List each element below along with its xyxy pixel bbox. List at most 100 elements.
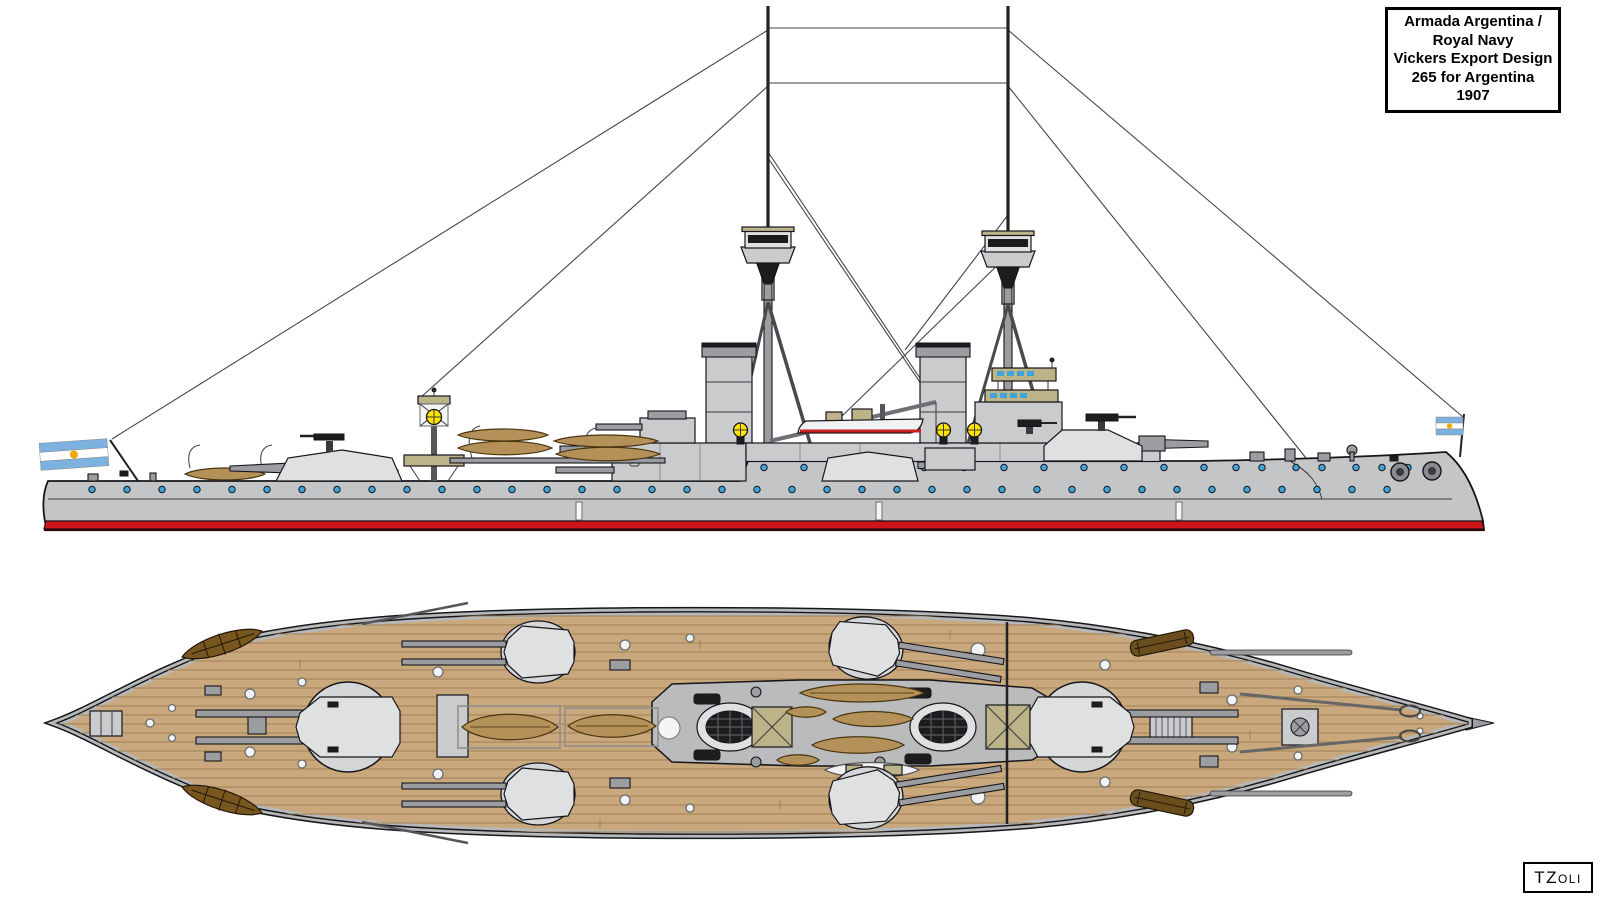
- title-line: 1907: [1456, 87, 1490, 104]
- quarter-boat-port: [181, 628, 263, 660]
- aft-funnel: [701, 342, 757, 444]
- aft-main-turret: [229, 433, 403, 482]
- machine-gun: [313, 433, 345, 441]
- barrel-root: [1138, 435, 1166, 452]
- top-support: [756, 263, 780, 285]
- davit: [188, 444, 201, 469]
- aft-funnel-opening: [696, 702, 764, 752]
- deck-hatch: [432, 768, 444, 780]
- porthole: [1080, 463, 1088, 472]
- derrick-topping-lift: [767, 157, 937, 407]
- boat-skid: [564, 707, 659, 747]
- bridge-windows-lower: [990, 393, 1027, 398]
- topmast: [1006, 6, 1010, 274]
- gun-barrel: [195, 709, 315, 718]
- hull-joint: [875, 501, 883, 521]
- porthole: [403, 485, 411, 494]
- porthole: [1173, 485, 1181, 494]
- turret: [275, 449, 403, 482]
- anchor-port: [1129, 629, 1195, 657]
- porthole: [1292, 463, 1300, 472]
- lower-mast: [763, 267, 773, 444]
- wing-turret-profile: [821, 451, 919, 482]
- bow-flagstaff: [1459, 413, 1465, 458]
- dinghy: [785, 706, 827, 718]
- deck-hatch: [1293, 685, 1303, 695]
- porthole: [438, 485, 446, 494]
- porthole: [1232, 463, 1240, 472]
- fore-stay: [1007, 85, 1307, 459]
- deck-hatch: [244, 746, 256, 758]
- mg-pedestal: [326, 441, 333, 452]
- side-profile-view: [38, 6, 1486, 532]
- secondary-gun-house: [924, 447, 976, 471]
- gun-barrel: [401, 658, 507, 666]
- spotting-top-platform: [980, 250, 1036, 268]
- stern-flagstaff: [109, 439, 139, 482]
- boat-boom: [361, 601, 469, 626]
- deck-hatch: [1226, 694, 1238, 706]
- forward-main-turret-plan: [1029, 681, 1239, 773]
- porthole: [823, 485, 831, 494]
- gun-barrel: [401, 640, 507, 648]
- funnel-cap: [701, 342, 757, 348]
- deck-plan-view: [42, 601, 1495, 845]
- deck-hatch: [1099, 659, 1111, 671]
- quarter-boat-starboard: [181, 784, 263, 816]
- dinghy: [776, 754, 820, 766]
- aft-stay: [419, 85, 769, 399]
- boat-skid-platform: [449, 457, 666, 464]
- gun-barrel: [894, 659, 1002, 684]
- stern-ensign: [38, 438, 110, 471]
- secondary-gun-barrel: [595, 423, 643, 431]
- hull-plan-inner-edge: [54, 611, 1469, 835]
- forecastle-fittings: [1249, 444, 1442, 482]
- gun-barrel: [401, 800, 507, 808]
- gun-barrel: [898, 782, 1005, 807]
- funnel-cap: [915, 342, 971, 348]
- stowed-spar: [1209, 790, 1353, 797]
- porthole: [1318, 463, 1326, 472]
- porthole: [893, 485, 901, 494]
- signature-box: TZoli: [1523, 862, 1593, 893]
- sun-of-may: [69, 450, 78, 459]
- fore-stay: [1007, 29, 1464, 418]
- porthole: [1138, 485, 1146, 494]
- turret: [1029, 696, 1135, 758]
- forward-main-turret: [1017, 413, 1209, 462]
- spotting-top-windows: [988, 239, 1028, 247]
- wing-turret-starboard-aft: [401, 762, 576, 826]
- porthole: [1348, 485, 1356, 494]
- rigging: [111, 27, 1464, 459]
- porthole: [1243, 485, 1251, 494]
- deck-hatch: [685, 803, 695, 813]
- aft-searchlight-tower: [403, 387, 465, 482]
- porthole: [543, 485, 551, 494]
- deck-hatch: [1293, 751, 1303, 761]
- finial: [1049, 357, 1055, 363]
- fore-funnel-opening: [909, 702, 977, 752]
- deck-searchlights: [732, 422, 983, 445]
- boat-skid: [457, 705, 561, 749]
- machine-gun: [1085, 413, 1119, 422]
- turret: [503, 767, 575, 821]
- turret-crown: [657, 716, 681, 740]
- porthole: [613, 485, 621, 494]
- gun-barrel: [401, 782, 507, 790]
- hull-joint: [575, 501, 583, 521]
- wing-turret-starboard-forward: [825, 764, 1005, 830]
- porthole: [1352, 463, 1360, 472]
- title-line: Vickers Export Design: [1393, 50, 1553, 67]
- boat: [810, 736, 906, 754]
- title-line: 265 for Argentina: [1411, 68, 1535, 86]
- deck-fittings: [89, 649, 1421, 797]
- boats-aft-skids: [457, 705, 659, 749]
- top-support: [996, 267, 1020, 289]
- porthole: [263, 485, 271, 494]
- spotting-top-roof: [741, 226, 795, 233]
- gun-house-roof: [647, 410, 687, 420]
- anchor-boom: [1239, 692, 1403, 712]
- porthole: [473, 485, 481, 494]
- porthole: [1313, 485, 1321, 494]
